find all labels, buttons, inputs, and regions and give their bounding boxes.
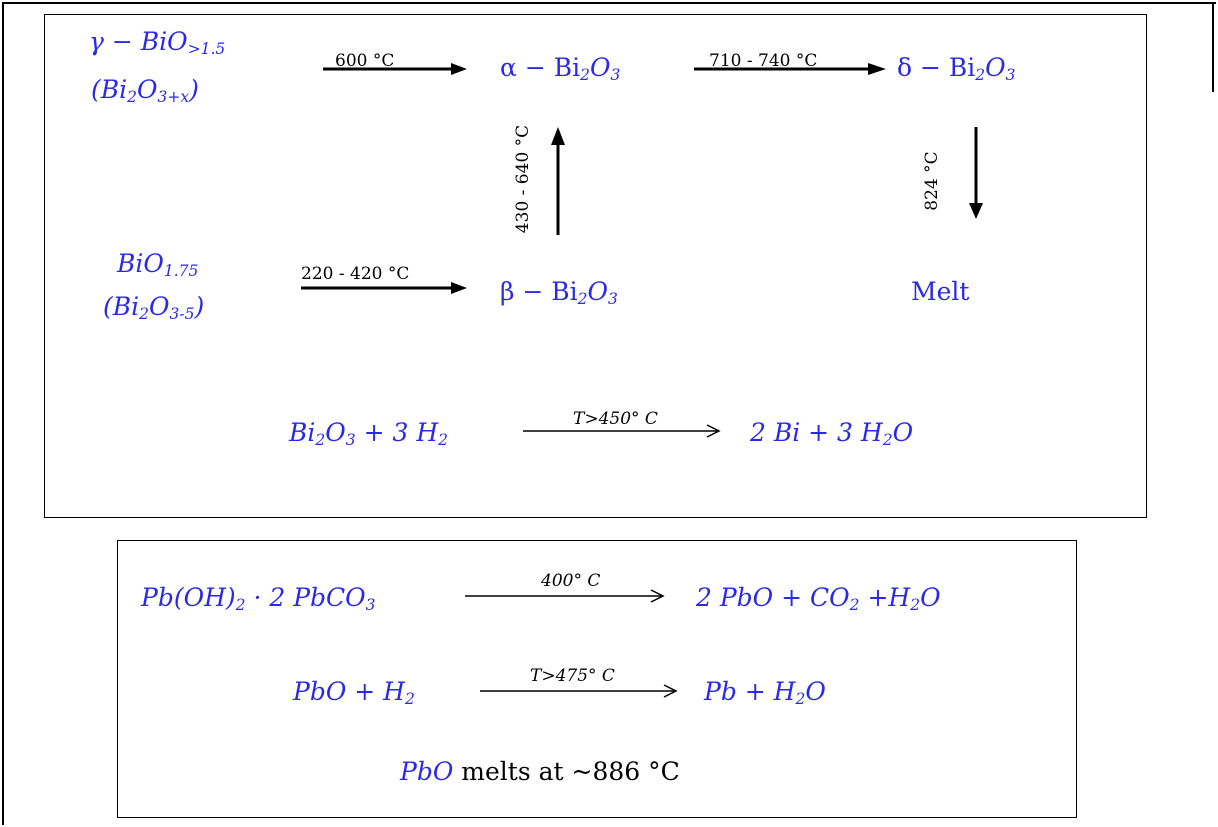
delta-bi2o3-label: δ − Bi2O3 <box>897 53 1016 84</box>
pb-carbonate-reactants: Pb(OH)2 · 2 PbCO3 <box>141 583 376 614</box>
pb-carbonate-arrow <box>465 589 665 603</box>
gamma-bio-label: γ − BiO>1.5 <box>89 27 226 58</box>
melt-label: Melt <box>911 277 970 306</box>
pbo-melting-note: PbO melts at ~886 °C <box>400 757 680 786</box>
arrow-delta-to-melt <box>969 127 983 219</box>
alpha-bi2o3-label: α − Bi2O3 <box>500 53 621 84</box>
bio175-label: BiO1.75 <box>117 249 199 280</box>
arrow-beta-to-alpha <box>551 127 565 235</box>
arrow-220-420-label: 220 - 420 °C <box>301 264 410 284</box>
lead-oxide-box: Pb(OH)2 · 2 PbCO3 400° C 2 PbO + CO2 +H2… <box>117 540 1077 818</box>
pbo-reduction-reactants: PbO + H2 <box>293 677 415 708</box>
bio175-bi2o3-label: (Bi2O3-5) <box>103 292 205 323</box>
bi2o3-reduction-arrow <box>523 424 721 438</box>
pbo-reduction-arrow <box>480 684 678 698</box>
beta-bi2o3-label: β − Bi2O3 <box>500 277 618 308</box>
frame-right-edge <box>1212 2 1214 92</box>
arrow-600-label: 600 °C <box>335 51 395 71</box>
pb-carbonate-condition: 400° C <box>541 571 601 591</box>
bismuth-oxide-box: γ − BiO>1.5 (Bi2O3+x) 600 °C α − Bi2O3 7… <box>44 14 1147 518</box>
pb-carbonate-products: 2 PbO + CO2 +H2O <box>696 583 941 614</box>
pbo-reduction-condition: T>475° C <box>530 666 615 686</box>
arrow-bio175-to-beta <box>301 282 467 294</box>
arrow-824-label: 824 °C <box>922 151 942 211</box>
bi2o3-reduction-products: 2 Bi + 3 H2O <box>750 418 914 449</box>
arrow-alpha-to-delta <box>694 63 886 75</box>
arrow-710-740-label: 710 - 740 °C <box>709 51 818 71</box>
bi2o3-reduction-reactants: Bi2O3 + 3 H2 <box>289 418 448 449</box>
pbo-melting-text: melts at ~886 °C <box>453 757 680 786</box>
pbo-formula: PbO <box>400 757 454 786</box>
gamma-bi2o3-label: (Bi2O3+x) <box>91 75 199 106</box>
pbo-reduction-products: Pb + H2O <box>704 677 826 708</box>
bi2o3-reduction-condition: T>450° C <box>573 409 658 429</box>
arrow-430-640-label: 430 - 640 °C <box>513 124 533 234</box>
arrow-gamma-to-alpha <box>323 63 467 75</box>
